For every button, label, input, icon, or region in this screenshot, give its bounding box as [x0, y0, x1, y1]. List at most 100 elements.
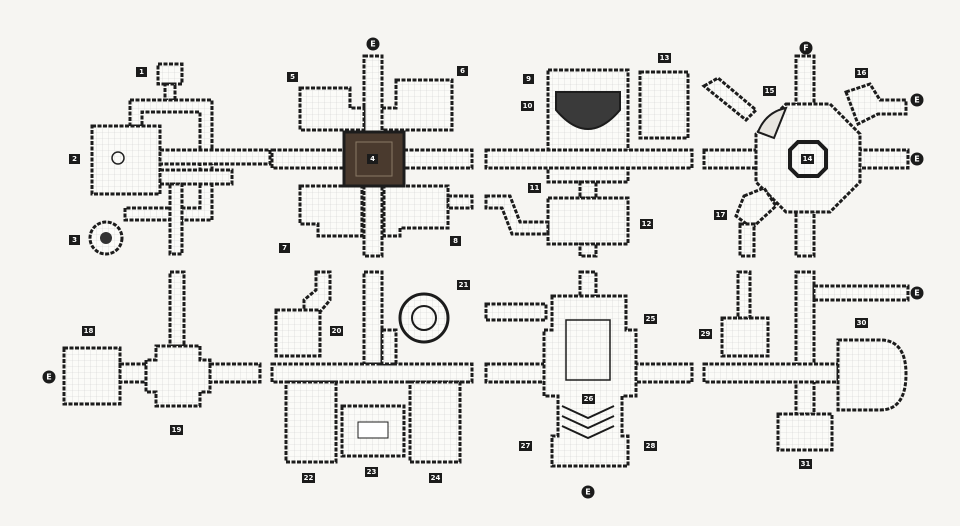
svg-text:E: E [914, 155, 919, 164]
corridor [158, 148, 272, 166]
svg-text:3: 3 [72, 236, 77, 244]
svg-text:17: 17 [716, 211, 726, 219]
corridor [812, 284, 910, 302]
pool-icon [788, 140, 828, 178]
svg-text:22: 22 [304, 474, 314, 482]
room-label-30: 30 [855, 318, 868, 328]
svg-text:30: 30 [857, 319, 867, 327]
room-15 [756, 106, 788, 140]
corridor [484, 302, 548, 322]
corridor [578, 242, 598, 258]
corridor [302, 270, 332, 314]
svg-text:E: E [370, 40, 375, 49]
room-8 [382, 184, 450, 238]
room-label-5: 5 [287, 72, 298, 82]
room-label-4: 4 [367, 154, 378, 164]
room-21 [398, 292, 450, 344]
room-2 [90, 124, 162, 196]
room-label-20: 20 [330, 326, 343, 336]
exit-right-lower: E [910, 286, 924, 300]
room-label-3: 3 [69, 235, 80, 245]
room-label-8: 8 [450, 236, 461, 246]
room-label-31: 31 [799, 459, 812, 469]
room-label-23: 23 [365, 467, 378, 477]
dais-icon [355, 141, 393, 177]
exit-top-center-left: E [366, 37, 380, 51]
room-label-12: 12 [640, 219, 653, 229]
stairs-icon [561, 405, 615, 440]
svg-text:9: 9 [526, 75, 531, 83]
room-label-9: 9 [523, 74, 534, 84]
room-label-25: 25 [644, 314, 657, 324]
room-label-13: 13 [658, 53, 671, 63]
corridor [484, 148, 694, 170]
corridor [380, 328, 398, 366]
section-rooms-29-31 [702, 270, 910, 452]
exit-left: E [42, 370, 56, 384]
svg-text:E: E [46, 373, 51, 382]
svg-text:16: 16 [857, 69, 867, 77]
section-rooms-20-24 [270, 270, 474, 464]
svg-text:15: 15 [765, 87, 775, 95]
room-17 [734, 186, 778, 230]
room-22 [284, 380, 338, 464]
room-6 [380, 78, 454, 132]
room-label-2: 2 [69, 154, 80, 164]
section-rooms-4-8 [270, 54, 474, 258]
exit-markers: E F E E E E E [42, 37, 924, 499]
svg-text:7: 7 [282, 244, 287, 252]
room-30 [836, 338, 908, 412]
room-18 [62, 346, 122, 406]
svg-text:6: 6 [460, 67, 465, 75]
room-7 [298, 184, 364, 238]
corridor [484, 194, 550, 236]
room-20 [274, 308, 322, 358]
room-19 [144, 344, 212, 408]
svg-text:21: 21 [459, 281, 469, 289]
svg-text:25: 25 [646, 315, 656, 323]
svg-text:1: 1 [139, 68, 144, 76]
exit-top-right: F [799, 41, 813, 55]
room-label-7: 7 [279, 243, 290, 253]
svg-text:24: 24 [431, 474, 441, 482]
svg-text:29: 29 [701, 330, 711, 338]
corridor [736, 270, 752, 320]
section-rooms-25-28 [484, 270, 694, 468]
exit-right-upper: E [910, 93, 924, 107]
room-label-14: 14 [801, 154, 814, 164]
corridor [701, 76, 759, 123]
room-label-21: 21 [457, 280, 470, 290]
svg-text:4: 4 [370, 155, 375, 163]
corridor [168, 182, 184, 256]
room-label-6: 6 [457, 66, 468, 76]
corridor [794, 270, 816, 416]
svg-text:12: 12 [642, 220, 652, 228]
svg-text:14: 14 [803, 155, 813, 163]
svg-text:20: 20 [332, 327, 342, 335]
svg-text:8: 8 [453, 237, 458, 245]
svg-text:13: 13 [660, 54, 670, 62]
corridor [702, 362, 840, 384]
room-26 [542, 294, 638, 468]
corridor [738, 222, 756, 258]
room-label-18: 18 [82, 326, 95, 336]
corridor [362, 270, 384, 366]
corridor [208, 362, 262, 384]
section-rooms-1-3 [88, 62, 272, 256]
room-31 [776, 412, 834, 452]
statue-icon [100, 232, 112, 244]
room-1 [156, 62, 184, 86]
corridor [578, 180, 598, 200]
svg-text:10: 10 [523, 102, 533, 110]
corridor [446, 194, 474, 210]
svg-text:28: 28 [646, 442, 656, 450]
room-16 [844, 82, 908, 127]
room-label-1: 1 [136, 67, 147, 77]
corridor [158, 168, 234, 186]
statue-icon [111, 151, 125, 165]
svg-text:E: E [585, 488, 590, 497]
corridor [118, 362, 150, 384]
corridor [163, 82, 177, 102]
svg-text:23: 23 [367, 468, 377, 476]
svg-text:26: 26 [584, 395, 594, 403]
